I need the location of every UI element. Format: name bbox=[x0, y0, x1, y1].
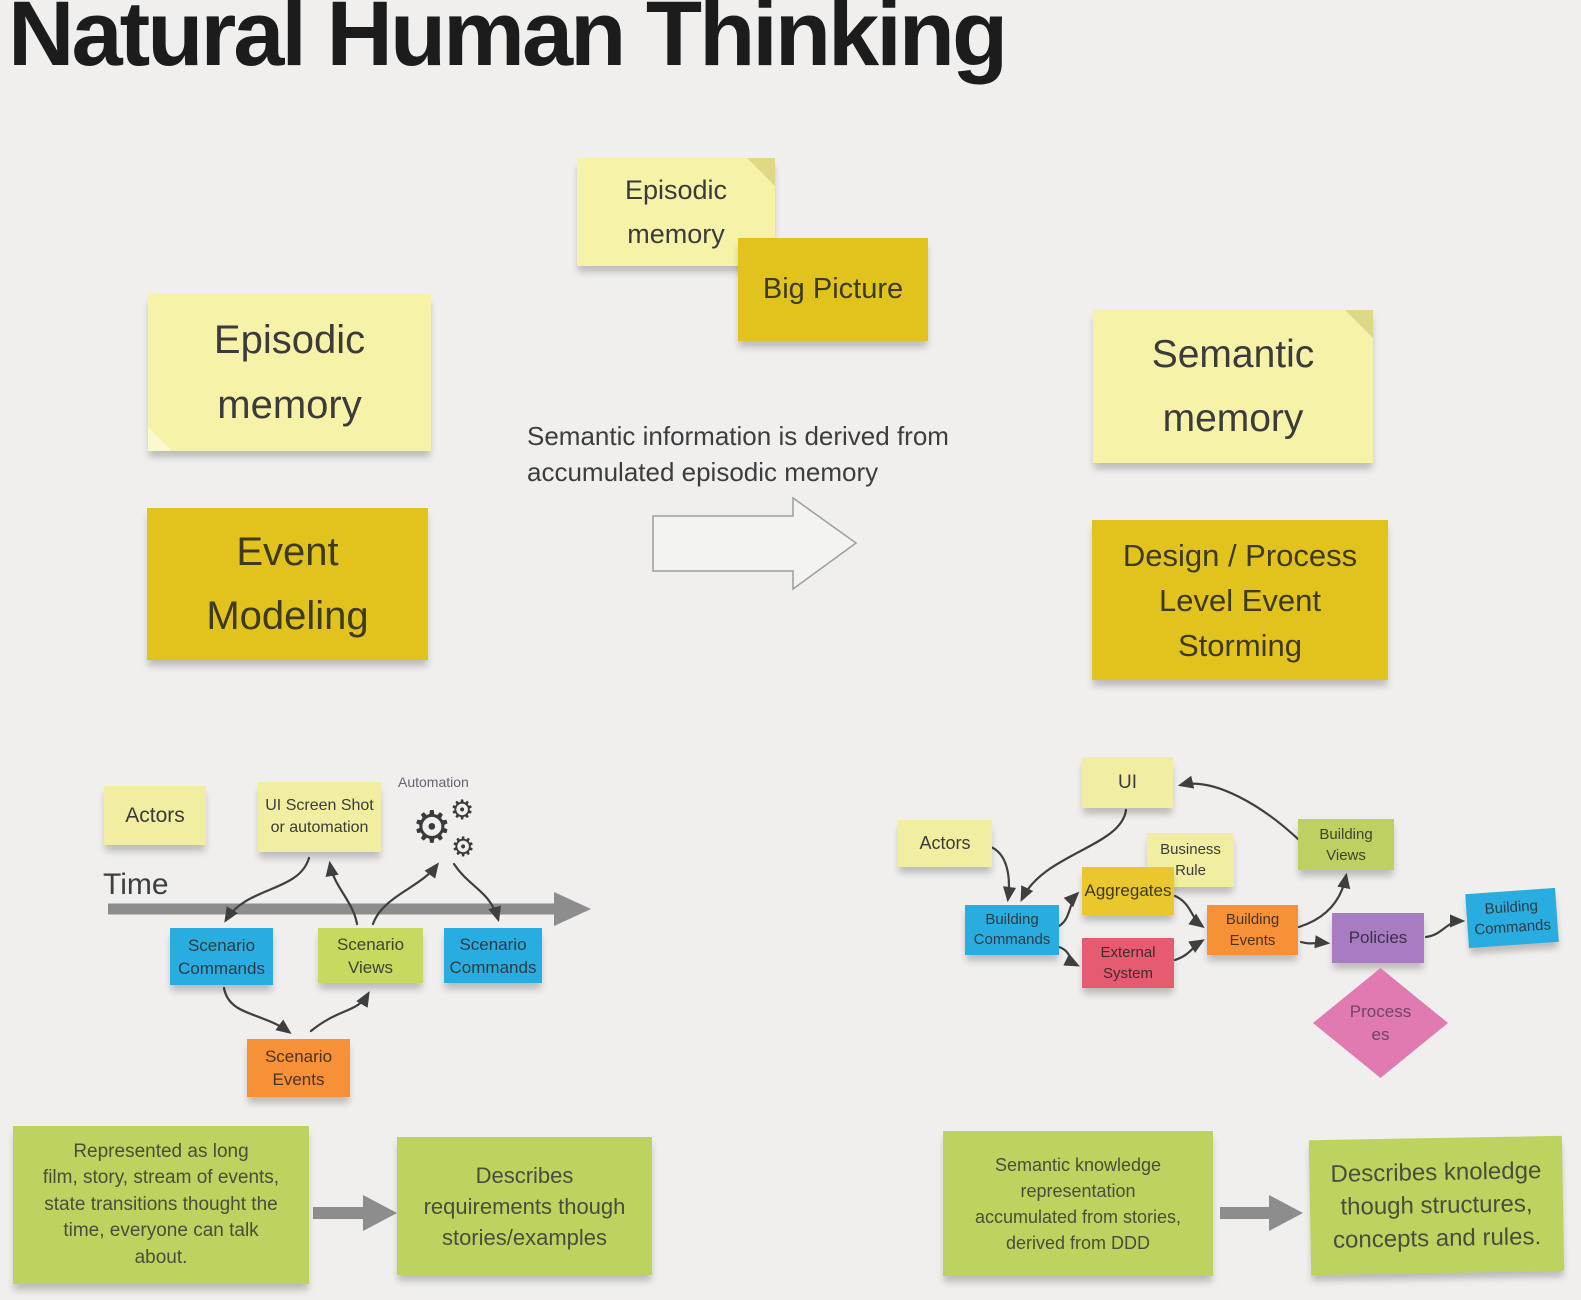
connector-ui-to-building-commands bbox=[1020, 808, 1128, 902]
connector-building-commands-to-aggregates bbox=[1057, 891, 1080, 928]
connector-building-events-to-policies bbox=[1299, 935, 1331, 949]
connector-actors-to-building-commands bbox=[989, 845, 1017, 903]
note-building-events: Building Events bbox=[1207, 905, 1298, 955]
note-episodic-outcome: Describes requirements though stories/ex… bbox=[397, 1137, 652, 1275]
corner-fold bbox=[148, 427, 172, 451]
connector-policies-to-building-commands bbox=[1424, 914, 1466, 939]
note-semantic-outcome: Describes knoledge though structures, co… bbox=[1308, 1135, 1565, 1276]
note-semantic-description: Semantic knowledge representation accumu… bbox=[943, 1131, 1213, 1276]
note-scenario-views: Scenario Views bbox=[318, 928, 423, 983]
connector-building-views-to-ui bbox=[1177, 775, 1301, 842]
gear-icon-small-top: ⚙ bbox=[450, 795, 475, 826]
note-policies: Policies bbox=[1332, 913, 1424, 963]
derivation-arrow-icon bbox=[652, 496, 858, 591]
note-actors-em: Actors bbox=[104, 786, 206, 845]
gear-icon-large: ⚙ bbox=[412, 802, 452, 853]
connector-building-commands-to-external-system bbox=[1057, 945, 1080, 967]
note-episodic-memory-left: Episodic memory bbox=[148, 294, 431, 451]
note-building-views: Building Views bbox=[1298, 819, 1394, 870]
corner-fold bbox=[1345, 310, 1373, 338]
automation-label: Automation bbox=[398, 774, 469, 790]
summary-arrow-right bbox=[1220, 1195, 1303, 1231]
note-scenario-commands-2: Scenario Commands bbox=[444, 928, 542, 983]
timeline-arrow bbox=[108, 892, 591, 926]
note-building-commands-right: Building Commands bbox=[1465, 887, 1559, 949]
page-title: Natural Human Thinking bbox=[8, 0, 1008, 85]
connector-external-system-to-building-events bbox=[1173, 939, 1205, 962]
note-aggregates: Aggregates bbox=[1082, 867, 1174, 915]
note-ui-screen-shot: UI Screen Shot or automation bbox=[258, 782, 381, 852]
connector-scenario-events-to-views bbox=[309, 991, 370, 1033]
note-semantic-memory: Semantic memory bbox=[1093, 310, 1373, 463]
note-big-picture: Big Picture bbox=[738, 238, 928, 341]
note-actors-es: Actors bbox=[898, 820, 992, 867]
connector-scenario-commands-to-events bbox=[222, 986, 292, 1034]
note-episodic-description: Represented as long film, story, stream … bbox=[13, 1126, 309, 1284]
connector-aggregates-to-building-events bbox=[1173, 894, 1205, 928]
corner-fold bbox=[747, 158, 775, 186]
note-building-commands-left: Building Commands bbox=[965, 905, 1059, 955]
note-event-modeling: Event Modeling bbox=[147, 508, 428, 660]
derivation-caption: Semantic information is derived from acc… bbox=[527, 421, 949, 487]
gear-icon-small-bottom: ⚙ bbox=[451, 832, 476, 863]
note-external-system: External System bbox=[1082, 938, 1174, 988]
note-ui-es: UI bbox=[1082, 757, 1173, 808]
note-business-rule: Business Rule bbox=[1147, 833, 1234, 887]
connector-automation-to-scenario-commands-2 bbox=[452, 862, 502, 923]
time-label: Time bbox=[103, 868, 169, 901]
summary-arrow-left bbox=[313, 1195, 397, 1231]
note-scenario-commands-1: Scenario Commands bbox=[170, 928, 273, 985]
connector-scenario-views-to-automation bbox=[371, 862, 439, 926]
note-design-event-storming: Design / Process Level Event Storming bbox=[1092, 520, 1388, 680]
connector-scenario-views-to-ui bbox=[325, 860, 359, 926]
connector-ui-to-scenario-commands-1 bbox=[224, 856, 311, 923]
note-scenario-events: Scenario Events bbox=[247, 1039, 350, 1097]
connector-building-events-to-building-views bbox=[1297, 872, 1351, 929]
